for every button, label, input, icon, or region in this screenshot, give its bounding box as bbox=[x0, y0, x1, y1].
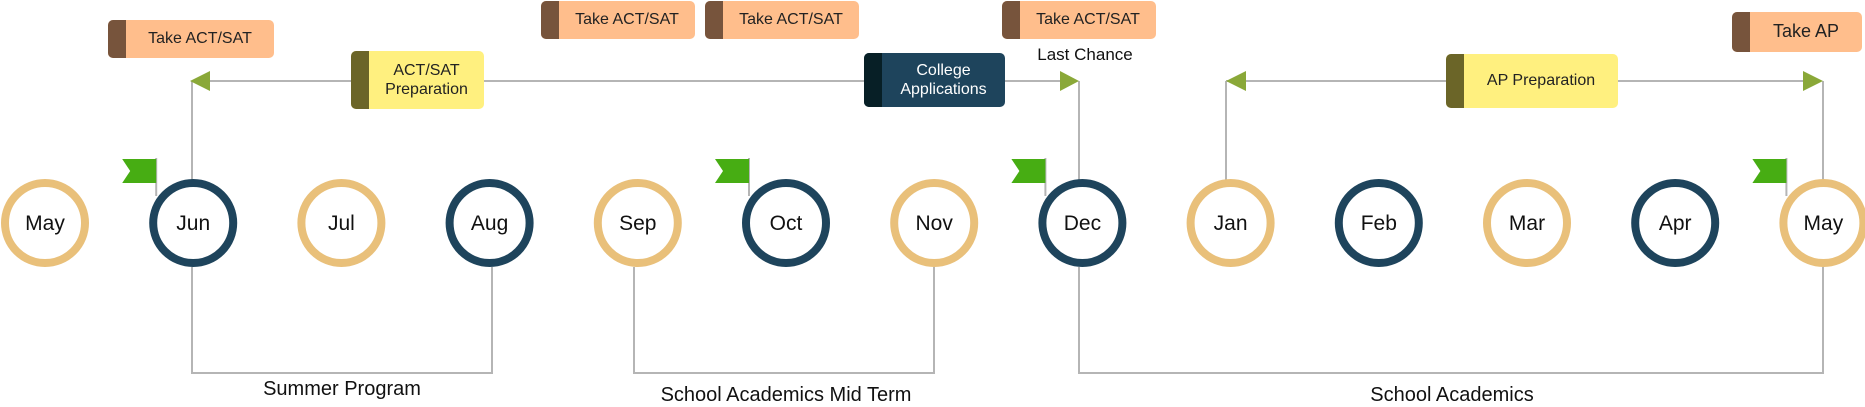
month-label: Oct bbox=[770, 212, 803, 235]
note-text: Take AP bbox=[1772, 21, 1840, 42]
month-label: Apr bbox=[1659, 212, 1692, 235]
take-act-sat-note-dec: Take ACT/SAT bbox=[1002, 1, 1156, 39]
month-circle bbox=[890, 179, 979, 267]
month-node: Aug bbox=[445, 179, 534, 267]
month-node: Oct bbox=[715, 158, 830, 267]
month-label: Jul bbox=[328, 212, 355, 235]
month-label: Aug bbox=[471, 212, 508, 235]
note-text: Take ACT/SAT bbox=[739, 11, 843, 29]
month-label: Feb bbox=[1361, 212, 1397, 235]
month-node: Nov bbox=[890, 179, 979, 267]
act-sat-prep-note: ACT/SAT Preparation bbox=[351, 51, 484, 109]
month-circle bbox=[297, 179, 386, 267]
month-node: Apr bbox=[1631, 179, 1720, 267]
month-label: Jan bbox=[1214, 212, 1248, 235]
academics-label: School Academics bbox=[1370, 384, 1534, 406]
month-node: May bbox=[1, 179, 89, 267]
month-circles: May Jun Jul Aug Sep Oct Nov Dec Jan Feb Mar Apr May bbox=[1, 158, 1865, 267]
arrowheads bbox=[190, 71, 1823, 91]
note-tab bbox=[541, 1, 559, 39]
flag-icon bbox=[1011, 159, 1046, 183]
month-label: May bbox=[1804, 212, 1844, 235]
month-node: Feb bbox=[1334, 179, 1423, 267]
month-node: Jun bbox=[122, 158, 238, 267]
note-tab bbox=[351, 51, 369, 109]
note-text: Take ACT/SAT bbox=[148, 30, 252, 48]
flag-icon bbox=[1752, 159, 1787, 183]
month-node: May bbox=[1752, 158, 1865, 267]
month-label: Mar bbox=[1509, 212, 1545, 235]
month-circle bbox=[742, 179, 830, 267]
month-circle bbox=[1483, 179, 1571, 267]
month-circle bbox=[1, 179, 89, 267]
academics-bracket bbox=[1078, 267, 1824, 374]
note-text: College Applications bbox=[900, 61, 987, 98]
note-tab bbox=[1002, 1, 1020, 39]
month-circle bbox=[445, 179, 534, 267]
note-tab bbox=[705, 1, 723, 39]
arrow-right-dec bbox=[1060, 71, 1079, 91]
summer-bracket bbox=[191, 267, 493, 374]
month-node: Sep bbox=[593, 179, 682, 267]
month-label: Nov bbox=[916, 212, 954, 235]
month-node: Jul bbox=[297, 179, 386, 267]
college-applications-note: College Applications bbox=[864, 53, 1005, 107]
arrow-left-jun bbox=[190, 71, 210, 91]
take-act-sat-note-1: Take ACT/SAT bbox=[541, 1, 695, 39]
month-circle bbox=[149, 179, 238, 267]
note-text: ACT/SAT Preparation bbox=[385, 61, 468, 98]
month-label: May bbox=[25, 212, 65, 235]
month-node: Dec bbox=[1011, 158, 1127, 267]
note-tab bbox=[1732, 12, 1750, 52]
month-label: Jun bbox=[176, 212, 210, 235]
month-circle bbox=[1186, 179, 1275, 267]
note-tab bbox=[108, 20, 126, 58]
take-act-sat-note-jun: Take ACT/SAT bbox=[108, 20, 274, 58]
last-chance-label: Last Chance bbox=[1037, 45, 1133, 64]
arrow-left-jan bbox=[1226, 71, 1246, 91]
month-circle bbox=[1334, 179, 1423, 267]
month-circle bbox=[1631, 179, 1720, 267]
note-tab bbox=[864, 53, 882, 107]
month-circle bbox=[1038, 179, 1127, 267]
connector-lines bbox=[191, 80, 1824, 374]
take-act-sat-note-2: Take ACT/SAT bbox=[705, 1, 859, 39]
summer-program-label: Summer Program bbox=[263, 378, 421, 400]
month-node: Jan bbox=[1186, 179, 1275, 267]
month-circle bbox=[593, 179, 682, 267]
arrow-right-may bbox=[1803, 71, 1823, 91]
month-circle bbox=[1779, 179, 1865, 267]
ap-preparation-note: AP Preparation bbox=[1446, 54, 1618, 108]
month-label: Sep bbox=[619, 212, 656, 235]
take-ap-note: Take AP bbox=[1732, 12, 1862, 52]
month-label: Dec bbox=[1064, 212, 1101, 235]
note-text: AP Preparation bbox=[1486, 72, 1596, 90]
note-text: Take ACT/SAT bbox=[575, 11, 679, 29]
note-tab bbox=[1446, 54, 1464, 108]
month-node: Mar bbox=[1483, 179, 1571, 267]
flag-icon bbox=[715, 159, 749, 183]
note-text: Take ACT/SAT bbox=[1036, 11, 1140, 29]
midterm-bracket bbox=[633, 267, 935, 374]
flag-icon bbox=[122, 159, 157, 183]
midterm-label: School Academics Mid Term bbox=[660, 384, 912, 406]
